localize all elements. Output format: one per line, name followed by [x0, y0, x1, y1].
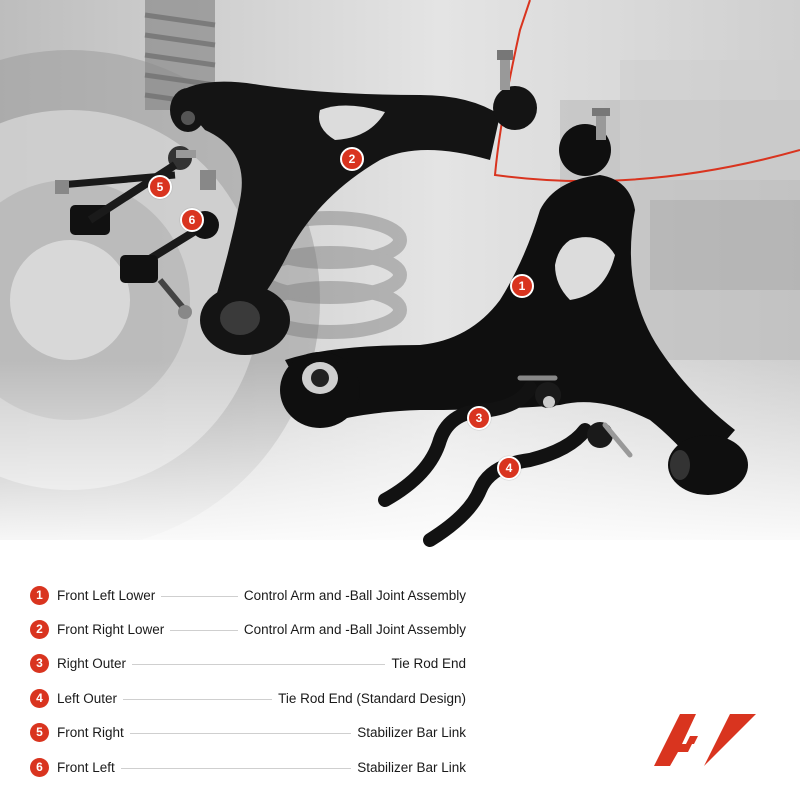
legend-leader-line	[161, 595, 238, 597]
legend-leader-line	[129, 733, 352, 735]
legend-number: 4	[30, 688, 49, 708]
legend-number: 3	[30, 654, 49, 674]
legend-row: 5 Front Right Stabilizer Bar Link	[30, 716, 466, 750]
legend-row: 1 Front Left Lower Control Arm and -Ball…	[30, 578, 466, 612]
callout-2: 2	[340, 147, 364, 171]
legend-position: Right Outer	[57, 656, 133, 672]
control-arm-right-part	[170, 50, 537, 355]
legend-position: Front Right Lower	[57, 622, 171, 638]
legend-row: 3 Right Outer Tie Rod End	[30, 647, 466, 681]
legend-position: Front Left	[57, 759, 121, 775]
legend-number: 6	[30, 757, 49, 777]
legend-number: 1	[30, 585, 49, 605]
control-arm-left-part	[280, 108, 748, 495]
legend-leader-line	[170, 630, 238, 632]
legend-number: 2	[30, 620, 49, 640]
legend-row: 2 Front Right Lower Control Arm and -Bal…	[30, 612, 466, 646]
legend-number: 5	[30, 723, 49, 743]
legend-leader-line	[132, 664, 386, 666]
legend-part-name: Control Arm and -Ball Joint Assembly	[237, 622, 466, 638]
product-photo	[0, 0, 800, 560]
brand-logo-icon	[654, 714, 756, 766]
legend-part-name: Control Arm and -Ball Joint Assembly	[237, 587, 466, 603]
legend-row: 6 Front Left Stabilizer Bar Link	[30, 750, 466, 784]
legend-part-name: Stabilizer Bar Link	[351, 725, 466, 741]
legend-part-name: Tie Rod End (Standard Design)	[272, 690, 466, 706]
legend-row: 4 Left Outer Tie Rod End (Standard Desig…	[30, 681, 466, 715]
legend-part-name: Stabilizer Bar Link	[351, 759, 466, 775]
tie-rod-end-right-part	[378, 375, 561, 507]
callout-4: 4	[497, 456, 521, 480]
legend-position: Front Right	[57, 725, 130, 741]
callout-3: 3	[467, 406, 491, 430]
legend-part-name: Tie Rod End	[385, 656, 466, 672]
legend-position: Left Outer	[57, 690, 124, 706]
callout-1: 1	[510, 274, 534, 298]
parts-legend: 1 Front Left Lower Control Arm and -Ball…	[30, 578, 466, 784]
callout-5: 5	[148, 175, 172, 199]
callout-6: 6	[180, 208, 204, 232]
legend-leader-line	[120, 767, 352, 769]
legend-leader-line	[123, 698, 273, 700]
legend-position: Front Left Lower	[57, 587, 162, 603]
